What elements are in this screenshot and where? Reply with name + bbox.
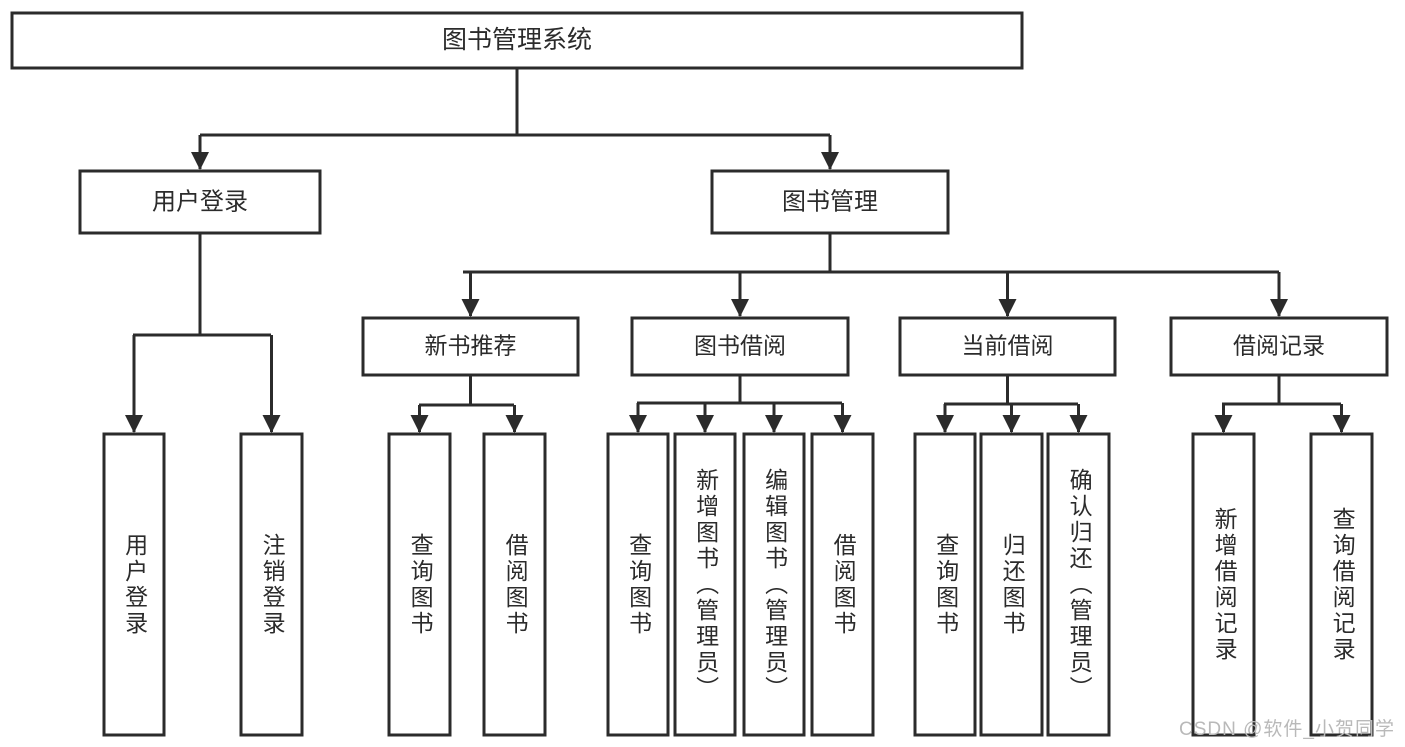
node-leaf-nb-query[interactable] bbox=[387, 432, 452, 737]
node-label: 借阅记录 bbox=[1233, 333, 1325, 359]
node-leaf-cu-return[interactable] bbox=[979, 432, 1044, 737]
node-leaf-bo-edit[interactable] bbox=[742, 432, 806, 737]
node-box bbox=[78, 169, 322, 235]
arrow-head-icon bbox=[410, 415, 429, 433]
arrow-head-icon bbox=[1270, 299, 1288, 317]
node-box bbox=[742, 432, 806, 737]
edges-layer bbox=[125, 68, 1351, 433]
node-box bbox=[1169, 316, 1389, 377]
node-bookmgmt[interactable]: 图书管理 bbox=[710, 169, 950, 235]
node-leaf-re-query[interactable] bbox=[1309, 432, 1374, 737]
node-box bbox=[361, 316, 580, 377]
node-current[interactable]: 当前借阅 bbox=[898, 316, 1117, 377]
node-records[interactable]: 借阅记录 bbox=[1169, 316, 1389, 377]
arrow-head-icon bbox=[765, 415, 783, 433]
node-box bbox=[387, 432, 452, 737]
node-box bbox=[979, 432, 1044, 737]
node-leaf-nb-borrow[interactable] bbox=[482, 432, 547, 737]
node-label: 图书管理系统 bbox=[442, 26, 592, 54]
node-box bbox=[810, 432, 875, 737]
node-box bbox=[10, 11, 1024, 70]
node-label: 当前借阅 bbox=[962, 333, 1054, 359]
arrow-head-icon bbox=[731, 299, 749, 317]
arrow-head-icon bbox=[998, 299, 1017, 317]
arrow-head-icon bbox=[1002, 415, 1021, 433]
arrow-head-icon bbox=[696, 415, 714, 433]
node-leaf-bo-query[interactable] bbox=[606, 432, 670, 737]
arrow-head-icon bbox=[1069, 415, 1088, 433]
node-box bbox=[239, 432, 304, 737]
node-box bbox=[673, 432, 737, 737]
node-leaf-re-add[interactable] bbox=[1191, 432, 1256, 737]
node-box bbox=[898, 316, 1117, 377]
node-box bbox=[482, 432, 547, 737]
node-box bbox=[1046, 432, 1111, 737]
node-root[interactable]: 图书管理系统 bbox=[10, 11, 1024, 70]
node-newbook[interactable]: 新书推荐 bbox=[361, 316, 580, 377]
node-borrow[interactable]: 图书借阅 bbox=[630, 316, 850, 377]
arrow-head-icon bbox=[262, 415, 281, 433]
node-leaf-user-login[interactable] bbox=[102, 432, 166, 737]
arrow-head-icon bbox=[833, 415, 852, 433]
arrow-head-icon bbox=[1214, 415, 1233, 433]
node-leaf-bo-borrow[interactable] bbox=[810, 432, 875, 737]
arrow-head-icon bbox=[125, 415, 143, 433]
arrow-head-icon bbox=[461, 299, 480, 317]
node-box bbox=[606, 432, 670, 737]
node-login[interactable]: 用户登录 bbox=[78, 169, 322, 235]
arrow-head-icon bbox=[821, 152, 839, 170]
node-label: 图书管理 bbox=[782, 188, 878, 215]
node-box bbox=[630, 316, 850, 377]
node-label: 新书推荐 bbox=[425, 333, 517, 359]
arrow-head-icon bbox=[629, 415, 647, 433]
node-box bbox=[913, 432, 977, 737]
node-leaf-cu-confirm[interactable] bbox=[1046, 432, 1111, 737]
arrow-head-icon bbox=[505, 415, 524, 433]
node-leaf-user-logout[interactable] bbox=[239, 432, 304, 737]
node-box bbox=[710, 169, 950, 235]
node-leaf-bo-add[interactable] bbox=[673, 432, 737, 737]
node-leaf-cu-query[interactable] bbox=[913, 432, 977, 737]
watermark-text: CSDN @软件_小贺同学 bbox=[1179, 719, 1395, 740]
node-box bbox=[102, 432, 166, 737]
node-label: 用户登录 bbox=[152, 188, 248, 215]
node-box bbox=[1309, 432, 1374, 737]
arrow-head-icon bbox=[936, 415, 954, 433]
node-label: 图书借阅 bbox=[694, 333, 786, 359]
arrow-head-icon bbox=[1332, 415, 1351, 433]
arrow-head-icon bbox=[191, 152, 209, 170]
node-box bbox=[1191, 432, 1256, 737]
